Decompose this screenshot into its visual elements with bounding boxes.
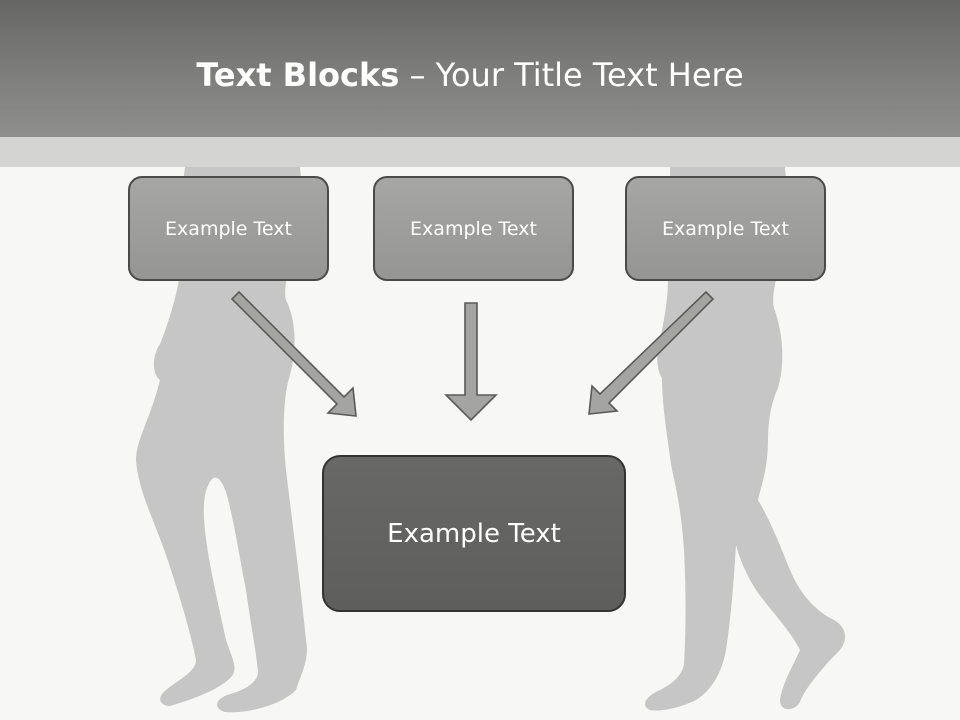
text-block-1-label: Example Text <box>165 217 292 240</box>
arrow-down <box>444 302 498 422</box>
subtitle-band <box>0 137 960 167</box>
text-block-3[interactable]: Example Text <box>625 176 826 281</box>
title-bold-part: Text Blocks <box>196 56 400 94</box>
center-text-block[interactable]: Example Text <box>322 455 626 612</box>
text-block-3-label: Example Text <box>662 217 789 240</box>
text-block-2[interactable]: Example Text <box>373 176 574 281</box>
text-block-1[interactable]: Example Text <box>128 176 329 281</box>
text-block-2-label: Example Text <box>410 217 537 240</box>
left-person-silhouette <box>136 167 307 713</box>
title-rest-part: – Your Title Text Here <box>399 56 744 94</box>
arrow-right-diagonal <box>588 290 715 415</box>
arrow-left-diagonal <box>230 290 357 417</box>
title-bar <box>0 0 960 137</box>
slide-title: Text Blocks – Your Title Text Here <box>0 52 940 98</box>
center-text-block-label: Example Text <box>387 518 561 549</box>
